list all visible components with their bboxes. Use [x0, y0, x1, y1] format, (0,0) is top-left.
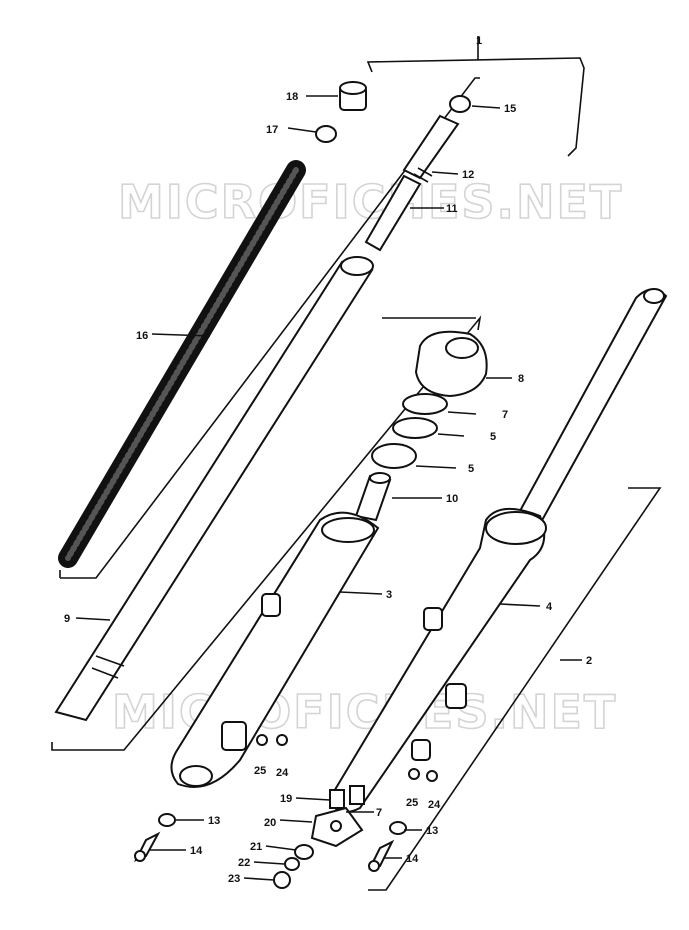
bolt-14-left [133, 831, 161, 862]
washer-21 [294, 844, 314, 860]
callout-24a: 24 [276, 767, 289, 779]
callout-19: 19 [280, 793, 292, 805]
callout-1: 1 [476, 35, 482, 47]
callout-21: 21 [250, 841, 262, 853]
bolt-25-right [408, 768, 420, 780]
callout-18: 18 [286, 91, 298, 103]
callout-7a: 7 [502, 409, 508, 421]
callout-20: 20 [264, 817, 276, 829]
watermark-top: MICROFICHES.NET [118, 175, 623, 229]
callout-4: 4 [546, 601, 553, 613]
callout-8: 8 [518, 373, 524, 385]
washer-13-right [389, 821, 407, 835]
callout-5a: 5 [490, 431, 496, 443]
callout-13a: 13 [208, 815, 220, 827]
bolt-25-left [256, 734, 268, 746]
callout-12: 12 [462, 169, 474, 181]
o-ring-17 [315, 125, 337, 143]
washer-22 [284, 857, 300, 871]
callout-15: 15 [504, 103, 516, 115]
callout-25a: 25 [254, 765, 266, 777]
callout-16: 16 [136, 330, 148, 342]
watermark-bottom: MICROFICHES.NET [112, 685, 617, 739]
callout-23: 23 [228, 873, 240, 885]
callout-5b: 5 [468, 463, 474, 475]
ring-7 [402, 393, 448, 415]
damper-rod-11 [364, 174, 422, 252]
callout-13b: 13 [426, 825, 438, 837]
callout-14a: 14 [190, 845, 203, 857]
bolt-24-left [276, 734, 288, 746]
oil-seal-5a [392, 417, 438, 439]
callout-10: 10 [446, 493, 458, 505]
rebound-spring-12 [402, 114, 460, 183]
outer-tube-4 [328, 508, 547, 814]
bolt-24-right [426, 770, 438, 782]
callout-24b: 24 [428, 799, 441, 811]
outer-tube-3 [170, 511, 380, 788]
leader-lines [75, 95, 582, 881]
callout-7b: 7 [376, 807, 382, 819]
rod-ring-15 [449, 95, 471, 113]
assembly-bracket-left [51, 77, 482, 751]
callout-17: 17 [266, 124, 278, 136]
bolt-14-right [368, 839, 395, 872]
stud-19 [329, 785, 365, 809]
cap-bolt-18 [339, 81, 367, 111]
assembly-bracket-2 [368, 487, 662, 891]
callout-14b: 14 [406, 853, 419, 865]
callout-22: 22 [238, 857, 250, 869]
fork-tube-right [512, 288, 668, 528]
callout-11: 11 [446, 203, 458, 215]
callout-labels: 1 18 17 15 12 11 16 8 7 5 5 10 3 4 2 9 2… [64, 35, 592, 885]
inner-tube-9 [54, 256, 374, 722]
fork-spring-16 [58, 160, 306, 568]
washer-13-left [158, 813, 176, 827]
callout-3: 3 [386, 589, 392, 601]
axle-holder-20 [310, 806, 364, 848]
assembly-bracket-1 [366, 36, 585, 157]
guide-10 [354, 472, 392, 522]
callout-25b: 25 [406, 797, 418, 809]
callout-2: 2 [586, 655, 592, 667]
callout-9: 9 [64, 613, 70, 625]
dust-seal-8 [414, 330, 488, 398]
nut-23 [273, 871, 291, 889]
oil-seal-5b [371, 443, 417, 469]
